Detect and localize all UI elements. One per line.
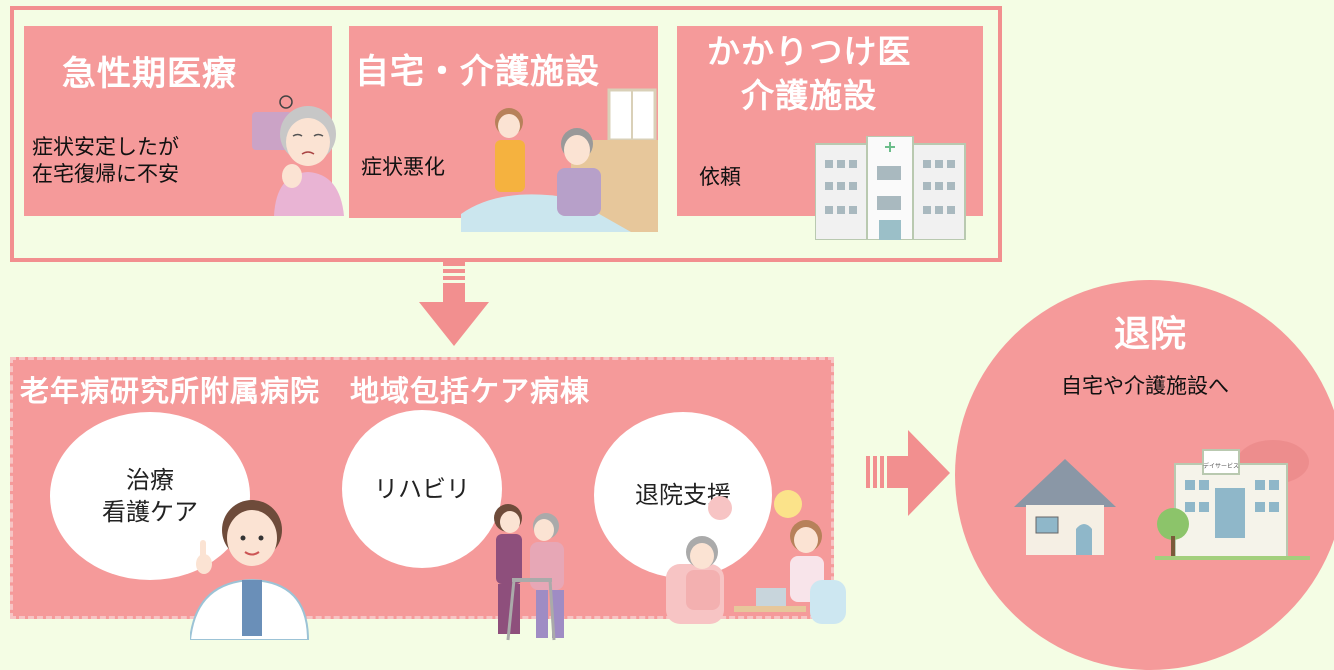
right-arrow-icon [866, 430, 950, 516]
bubble-rehabilitation: リハビリ [342, 410, 502, 568]
hospital-building-illustration [815, 136, 966, 240]
bubble-discharge-support: 退院支援 [594, 412, 772, 578]
bubble-treatment-nursing-text: 治療 看護ケア [102, 466, 198, 526]
house-icon [1014, 459, 1116, 555]
bubble-rehabilitation-text: リハビリ [374, 475, 470, 503]
discharge-subtitle: 自宅や介護施設へ [1061, 374, 1229, 398]
bubble-treatment-nursing: 治療 看護ケア [50, 412, 250, 580]
discharge-consultation-illustration [666, 490, 846, 624]
day-service-facility-icon: デイサービス [1155, 440, 1310, 560]
card-home-care-facility-text: 症状悪化 [361, 155, 445, 179]
caregiver-with-patient-illustration [461, 88, 658, 232]
day-service-sign-text: デイサービス [1203, 462, 1239, 470]
card-family-doctor: かかりつけ医 介護施設 依頼 [677, 26, 983, 240]
ward-title: 老年病研究所附属病院 地域包括ケア病棟 [20, 374, 591, 408]
down-arrow-icon [419, 262, 489, 346]
card-acute-care-text: 症状安定したが 在宅復帰に不安 [32, 135, 179, 186]
card-family-doctor-title: かかりつけ医 介護施設 [707, 32, 912, 115]
card-acute-care: 急性期医療 症状安定したが 在宅復帰に不安 [24, 26, 344, 216]
card-acute-care-title: 急性期医療 [62, 54, 237, 94]
card-home-care-facility-title: 自宅・介護施設 [355, 52, 600, 92]
walker-rehab-illustration [494, 504, 564, 641]
card-home-care-facility: 自宅・介護施設 症状悪化 [349, 26, 658, 232]
discharge-title: 退院 [1113, 314, 1186, 355]
worried-elderly-woman-illustration [252, 95, 344, 216]
card-family-doctor-text: 依頼 [699, 165, 741, 189]
doctor-illustration [190, 500, 310, 640]
